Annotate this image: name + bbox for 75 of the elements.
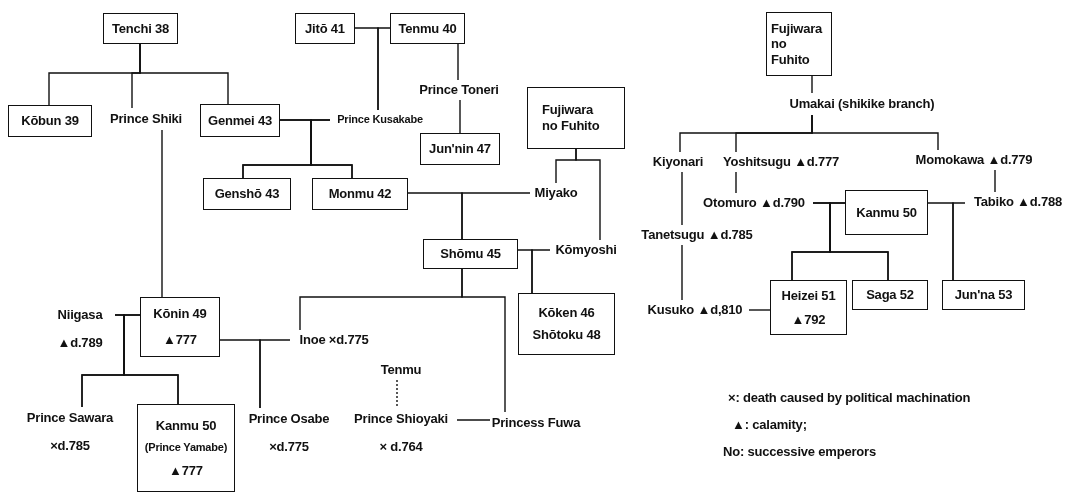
lineage-line <box>829 202 889 281</box>
lineage-line <box>994 169 996 193</box>
emperor-box <box>295 13 355 44</box>
person-name: Fujiwara no Fuhito <box>771 20 824 68</box>
person-name: Yoshitsugu ▲d.777 <box>722 154 840 170</box>
emperor-box <box>527 87 625 149</box>
emperor-box <box>8 105 92 137</box>
legend-note: No: successive emperors <box>723 444 876 459</box>
person-note: Shōtoku 48 <box>532 327 601 343</box>
person-name: Heizei 51 <box>781 287 836 304</box>
lineage-line <box>461 192 531 240</box>
person-name: Tenmu 40 <box>398 20 457 37</box>
person-name: Prince Shioyaki <box>354 411 448 427</box>
lineage-line <box>139 43 229 105</box>
person-name: Jun'nin 47 <box>429 141 491 157</box>
person-name: Jitō 41 <box>305 20 345 37</box>
emperor-box <box>137 404 235 492</box>
emperor-box <box>518 293 615 355</box>
lineage-line <box>811 75 813 94</box>
lineage-line <box>259 339 291 409</box>
emperor-box <box>312 178 408 210</box>
person-note: ▲777 <box>163 332 197 348</box>
lineage-line <box>161 129 163 298</box>
person-note: ▲792 <box>791 311 826 328</box>
person-name: Fujiwara no Fuhito <box>542 102 601 134</box>
person-name: Kanmu 50 <box>155 417 217 434</box>
lineage-line <box>681 171 683 226</box>
person-name: Umakai (shikike branch) <box>789 96 935 112</box>
lineage-line <box>681 244 683 301</box>
emperor-box <box>420 133 500 165</box>
person-name: Miyako <box>534 185 578 201</box>
person-name: Genmei 43 <box>208 112 272 129</box>
emperor-box <box>200 104 280 137</box>
person-name: Tanetsugu ▲d.785 <box>641 227 753 243</box>
lineage-line <box>377 27 391 111</box>
emperor-box <box>852 280 928 310</box>
lineage-line <box>310 119 353 179</box>
lineage-line <box>457 43 459 81</box>
person-name: Niigasa <box>57 307 103 323</box>
person-name: Kusuko ▲d,810 <box>647 302 743 318</box>
person-name: Kiyonari <box>652 154 704 170</box>
lineage-line <box>575 148 601 241</box>
person-name: Kōmyoshi <box>555 242 617 258</box>
legend-note: ▲: calamity; <box>732 417 807 432</box>
person-name: Kōnin 49 <box>153 306 207 322</box>
lineage-line <box>459 99 461 134</box>
person-name: Kanmu 50 <box>856 204 917 221</box>
lineage-line <box>748 309 771 311</box>
person-name: Kōken 46 <box>538 305 595 321</box>
person-name: Saga 52 <box>866 287 914 303</box>
lineage-line <box>456 419 491 421</box>
emperor-box <box>423 239 518 269</box>
lineage-line <box>531 249 551 294</box>
emperor-box <box>845 190 928 235</box>
emperor-box <box>140 297 220 357</box>
emperor-box <box>103 13 178 44</box>
person-name: Tenchi 38 <box>111 20 170 37</box>
emperor-box <box>770 280 847 335</box>
dotted-lineage-line <box>396 379 398 409</box>
emperor-box <box>390 13 465 44</box>
emperor-box <box>766 12 832 76</box>
person-name: Shōmu 45 <box>440 246 501 262</box>
emperor-box <box>203 178 291 210</box>
person-name: Monmu 42 <box>328 186 392 202</box>
person-note: ▲777 <box>169 462 203 479</box>
emperor-box <box>942 280 1025 310</box>
person-note: (Prince Yamabe) <box>144 441 228 455</box>
person-name: Genshō 43 <box>214 186 280 202</box>
lineage-line <box>952 202 966 281</box>
legend-note: ×: death caused by political machination <box>728 390 971 405</box>
person-name: Kōbun 39 <box>21 113 79 129</box>
person-name: Jun'na 53 <box>954 287 1013 303</box>
lineage-line <box>735 171 737 194</box>
lineage-line <box>811 114 939 151</box>
lineage-line <box>461 268 506 413</box>
